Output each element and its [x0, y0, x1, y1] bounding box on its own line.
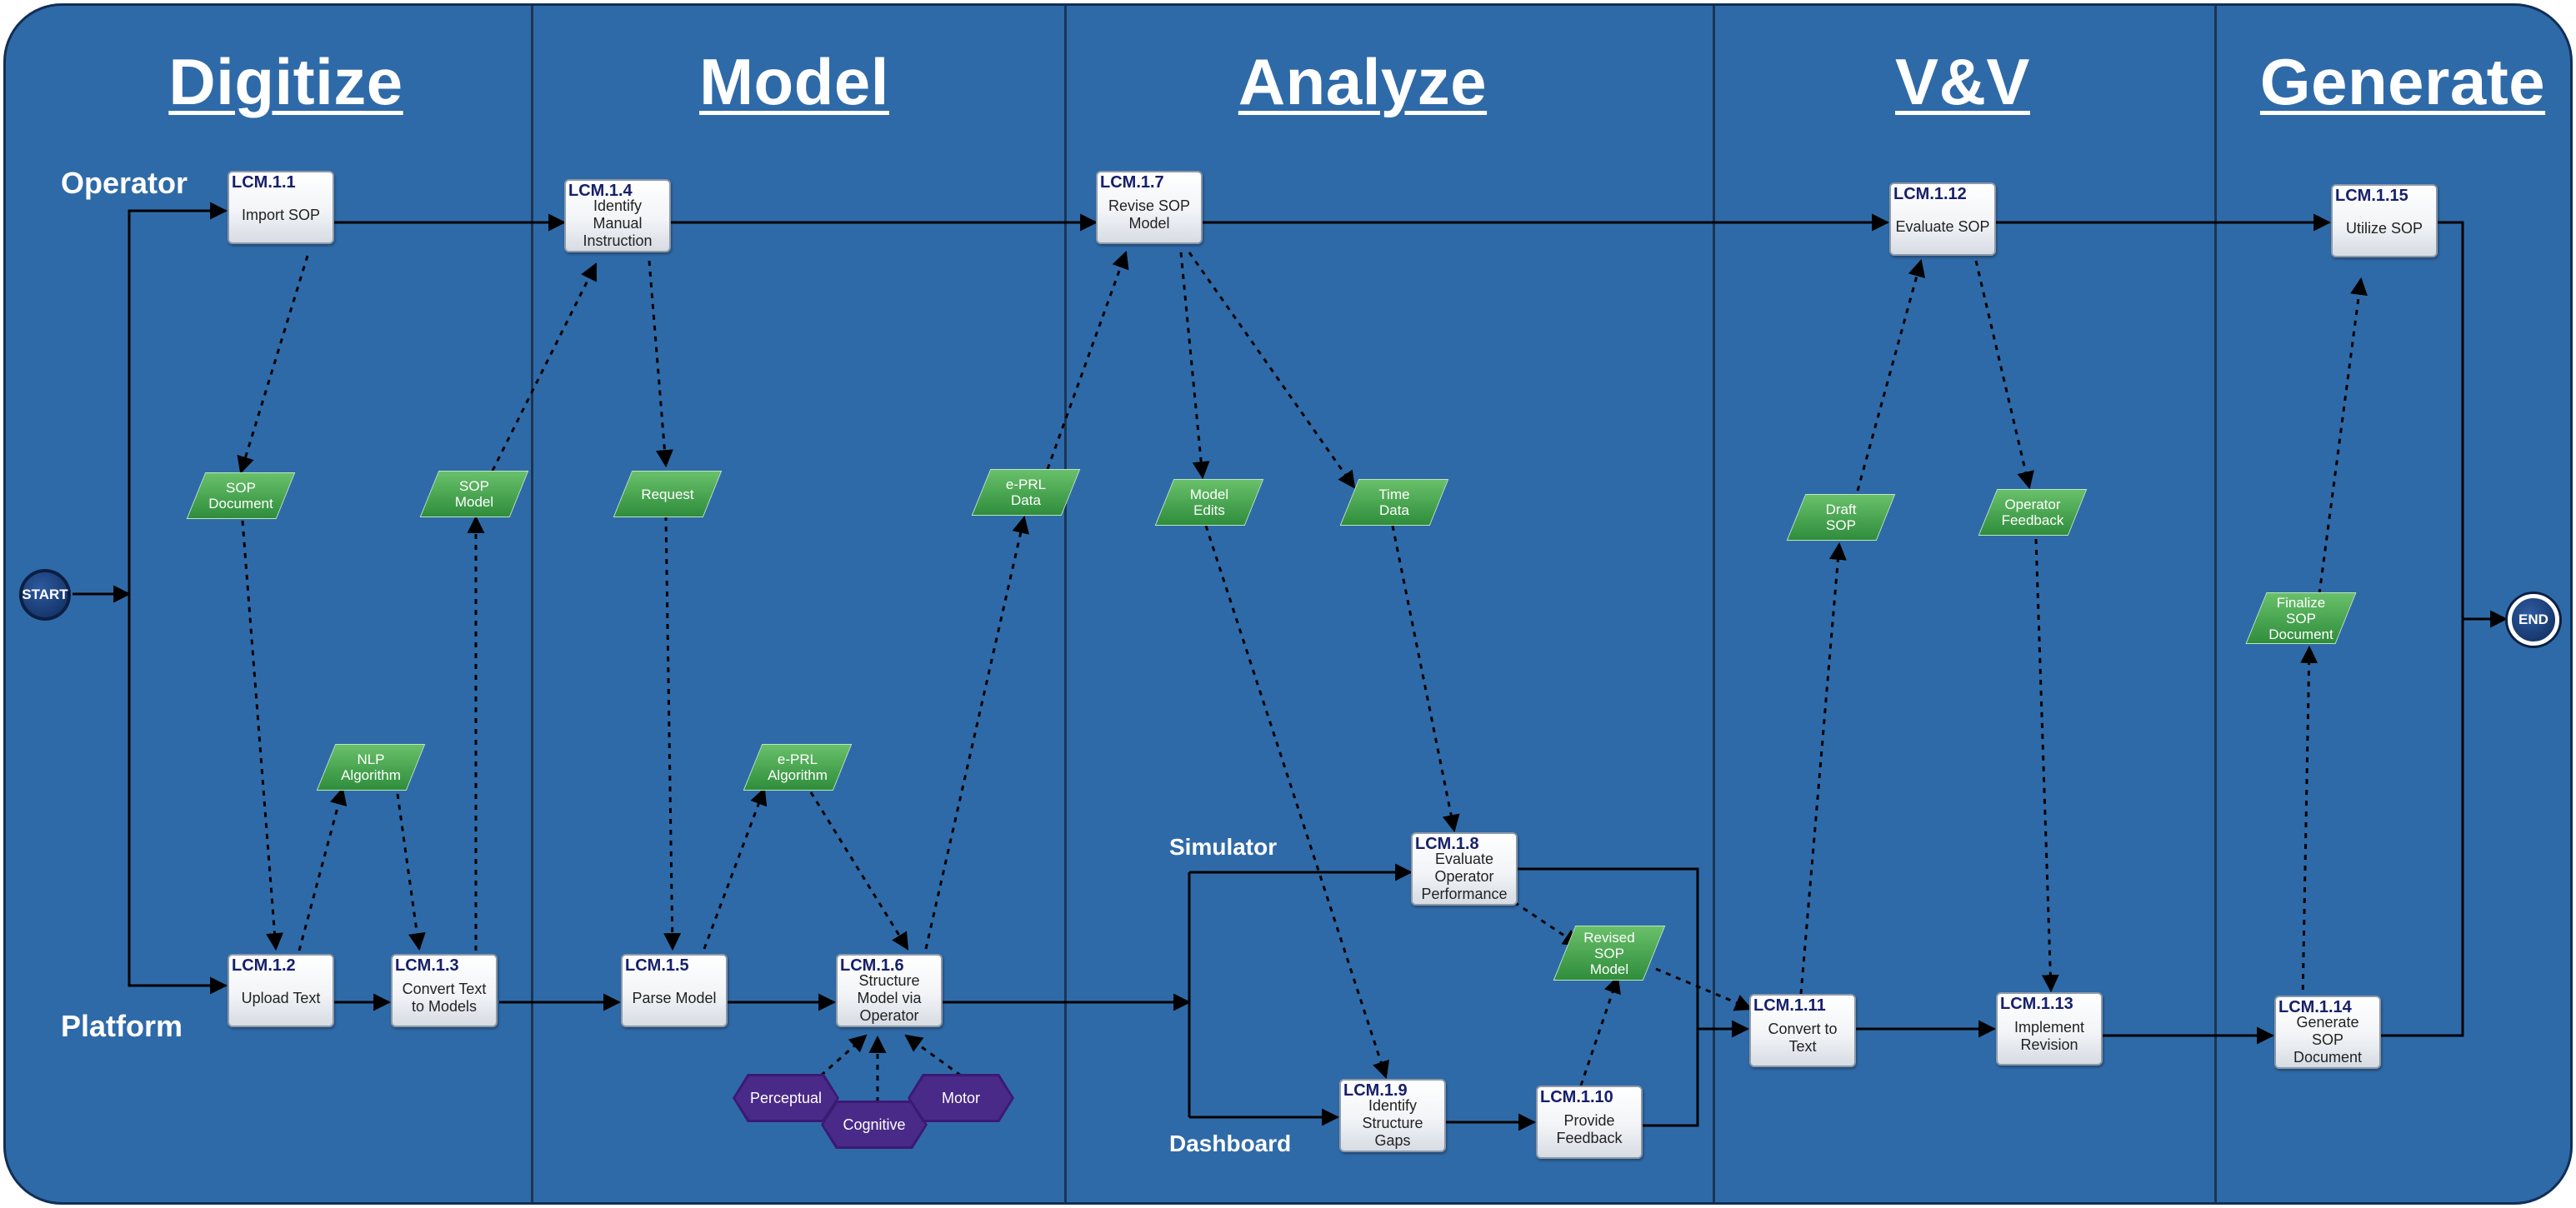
phase-title-analyze: Analyze [1238, 45, 1488, 118]
process-diagram: Digitize Model Analyze V&V Generate Oper… [3, 3, 2573, 1205]
task-lcm-1-11[interactable]: LCM.1.11 Convert to Text [1749, 994, 1856, 1067]
data-draft-sop[interactable]: Draft SOP [1788, 494, 1894, 541]
phase-title-digitize: Digitize [168, 45, 403, 118]
sequence-flows [73, 202, 2508, 1131]
task-lcm-1-13[interactable]: LCM.1.13 Implement Revision [1996, 992, 2103, 1066]
task-id: LCM.1.6 [840, 956, 904, 975]
task-name: Identify Structure Gaps [1362, 1096, 1423, 1149]
phase-divider [531, 6, 533, 1202]
task-id: LCM.1.14 [2278, 998, 2352, 1016]
task-name: Parse Model [632, 989, 717, 1006]
task-name: Upload Text [241, 989, 321, 1006]
task-lcm-1-10[interactable]: LCM.1.10 Provide Feedback [1536, 1086, 1643, 1159]
data-label: Revised SOP Model [1583, 929, 1635, 977]
factor-perceptual[interactable]: Perceptual [733, 1074, 839, 1122]
data-request[interactable]: Request [614, 471, 721, 517]
task-id: LCM.1.9 [1343, 1081, 1408, 1100]
phase-divider [1713, 6, 1715, 1202]
task-id: LCM.1.11 [1753, 996, 1826, 1015]
task-name: Identify Manual Instruction [583, 197, 653, 249]
data-time-data[interactable]: Time Data [1341, 479, 1448, 526]
task-name: Utilize SOP [2345, 219, 2423, 237]
task-name: Convert Text to Models [402, 981, 487, 1015]
task-lcm-1-1[interactable]: LCM.1.1 Import SOP [228, 171, 334, 244]
task-id: LCM.1.3 [395, 956, 459, 975]
phase-title-generate: Generate [2259, 45, 2546, 118]
phase-title-model: Model [699, 45, 889, 118]
data-sop-model[interactable]: SOP Model [421, 471, 528, 517]
factor-cognitive[interactable]: Cognitive [821, 1101, 928, 1149]
phase-divider [2214, 6, 2217, 1202]
task-id: LCM.1.7 [1100, 173, 1164, 192]
task-id: LCM.1.15 [2335, 187, 2408, 205]
task-name: Revise SOP Model [1108, 197, 1191, 232]
task-id: LCM.1.10 [1540, 1088, 1613, 1106]
phase-title-vv: V&V [1895, 45, 2030, 118]
data-model-edits[interactable]: Model Edits [1156, 479, 1263, 526]
data-associations [237, 251, 2368, 1102]
data-eprl-algorithm[interactable]: e-PRL Algorithm [744, 744, 851, 791]
task-name: Import SOP [241, 206, 321, 223]
data-label: SOP Document [208, 480, 273, 512]
task-lcm-1-12[interactable]: LCM.1.12 Evaluate SOP [1889, 182, 1996, 256]
flow-connectors [73, 202, 2508, 1131]
data-operator-feedback[interactable]: Operator Feedback [1979, 489, 2086, 536]
task-id: LCM.1.13 [2000, 995, 2073, 1013]
lane-label-operator: Operator [61, 166, 188, 200]
task-name: Evaluate Operator Performance [1421, 850, 1508, 902]
phase-divider [1064, 6, 1067, 1202]
task-id: LCM.1.12 [1893, 185, 1967, 203]
data-label: Time Data [1378, 487, 1410, 518]
lane-label-dashboard: Dashboard [1169, 1131, 1292, 1156]
task-id: LCM.1.4 [568, 182, 633, 200]
task-name: Provide Feedback [1556, 1112, 1623, 1146]
data-label: Model Edits [1189, 487, 1229, 518]
data-revised-sop-model[interactable]: Revised SOP Model [1556, 926, 1663, 981]
task-id: LCM.1.5 [625, 956, 689, 975]
data-eprl-data[interactable]: e-PRL Data [973, 469, 1079, 516]
task-name: Generate SOP Document [2293, 1013, 2363, 1066]
task-lcm-1-7[interactable]: LCM.1.7 Revise SOP Model [1096, 171, 1203, 244]
end-event[interactable]: END [2508, 594, 2559, 646]
factor-label: Perceptual [749, 1089, 823, 1106]
data-sop-document[interactable]: SOP Document [188, 472, 294, 519]
data-label: e-PRL Data [1005, 477, 1047, 508]
data-nlp-algorithm[interactable]: NLP Algorithm [318, 744, 424, 791]
data-label: SOP Model [454, 478, 494, 510]
data-label: NLP Algorithm [341, 751, 401, 783]
task-name: Evaluate SOP [1895, 217, 1990, 235]
task-lcm-1-15[interactable]: LCM.1.15 Utilize SOP [2331, 184, 2438, 257]
task-name: Implement Revision [2013, 1019, 2085, 1053]
start-event[interactable]: START [19, 569, 71, 621]
task-lcm-1-8[interactable]: LCM.1.8 Evaluate Operator Performance [1411, 832, 1518, 906]
factor-label: Motor [941, 1089, 980, 1106]
data-label: Draft SOP [1825, 502, 1857, 533]
lane-label-platform: Platform [61, 1009, 183, 1043]
task-lcm-1-9[interactable]: LCM.1.9 Identify Structure Gaps [1339, 1079, 1446, 1152]
task-id: LCM.1.1 [232, 173, 296, 192]
data-label: Finalize SOP Document [2268, 594, 2333, 642]
task-name: Structure Model via Operator [857, 971, 922, 1024]
task-lcm-1-4[interactable]: LCM.1.4 Identify Manual Instruction [564, 179, 671, 252]
task-lcm-1-3[interactable]: LCM.1.3 Convert Text to Models [391, 954, 498, 1027]
data-label: Request [641, 486, 694, 502]
factor-label: Cognitive [843, 1116, 906, 1133]
data-label: e-PRL Algorithm [768, 751, 828, 783]
factor-motor[interactable]: Motor [908, 1074, 1014, 1122]
task-lcm-1-6[interactable]: LCM.1.6 Structure Model via Operator [836, 954, 943, 1027]
task-name: Convert to Text [1768, 1021, 1838, 1055]
task-lcm-1-5[interactable]: LCM.1.5 Parse Model [621, 954, 728, 1027]
task-id: LCM.1.8 [1415, 835, 1479, 853]
task-lcm-1-14[interactable]: LCM.1.14 Generate SOP Document [2274, 996, 2381, 1069]
task-id: LCM.1.2 [232, 956, 296, 975]
lane-label-simulator: Simulator [1169, 834, 1278, 860]
data-label: Operator Feedback [2001, 497, 2064, 528]
data-finalize-sop-document[interactable]: Finalize SOP Document [2248, 592, 2354, 644]
task-lcm-1-2[interactable]: LCM.1.2 Upload Text [228, 954, 334, 1027]
